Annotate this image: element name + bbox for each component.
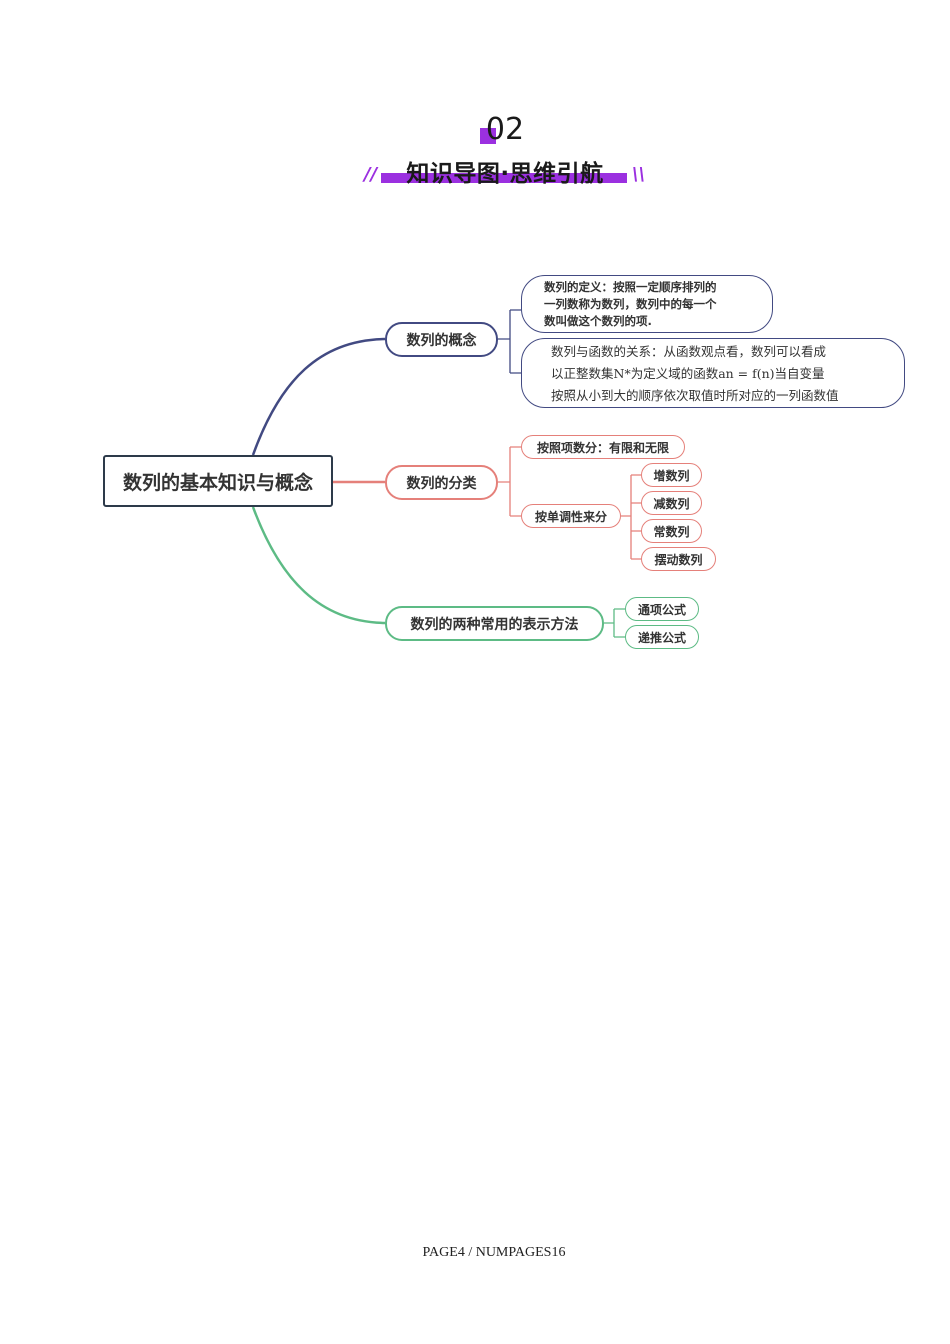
- recursive-formula: 递推公式: [625, 625, 699, 649]
- left-slash-deco: //: [364, 164, 378, 185]
- page-footer: PAGE4 / NUMPAGES16: [422, 1245, 566, 1260]
- definition-line: 数叫做这个数列的项.: [544, 314, 652, 328]
- constant-sequence: 常数列: [641, 519, 702, 543]
- general-term-formula: 通项公式: [625, 597, 699, 621]
- oscillating-sequence: 摆动数列: [641, 547, 716, 571]
- branch-classification: 数列的分类: [385, 465, 498, 500]
- classify-by-monotonicity: 按单调性来分: [521, 504, 621, 528]
- classify-by-terms: 按照项数分：有限和无限: [521, 435, 685, 459]
- definition-line: 数列的定义：按照一定顺序排列的: [544, 280, 717, 294]
- definition-line: 一列数称为数列，数列中的每一个: [544, 297, 717, 311]
- relation-line: 以正整数集N*为定义域的函数an = f(n)当自变量: [551, 366, 825, 381]
- section-title: 知识导图·思维引航: [406, 161, 604, 187]
- definition-note: 数列的定义：按照一定顺序排列的 一列数称为数列，数列中的每一个 数叫做这个数列的…: [521, 275, 773, 333]
- section-number: 02: [485, 112, 525, 147]
- header-mark: [480, 128, 496, 144]
- relation-line: 数列与函数的关系：从函数观点看，数列可以看成: [551, 344, 827, 359]
- relation-line: 按照从小到大的顺序依次取值时所对应的一列函数值: [551, 388, 839, 403]
- increasing-sequence: 增数列: [641, 463, 702, 487]
- root-node: 数列的基本知识与概念: [103, 455, 333, 507]
- decreasing-sequence: 减数列: [641, 491, 702, 515]
- branch-representation: 数列的两种常用的表示方法: [385, 606, 604, 641]
- relation-note: 数列与函数的关系：从函数观点看，数列可以看成 以正整数集N*为定义域的函数an …: [521, 338, 905, 408]
- branch-concept: 数列的概念: [385, 322, 498, 357]
- header-highlight-bar: [381, 173, 627, 183]
- right-slash-deco: \\: [632, 164, 646, 185]
